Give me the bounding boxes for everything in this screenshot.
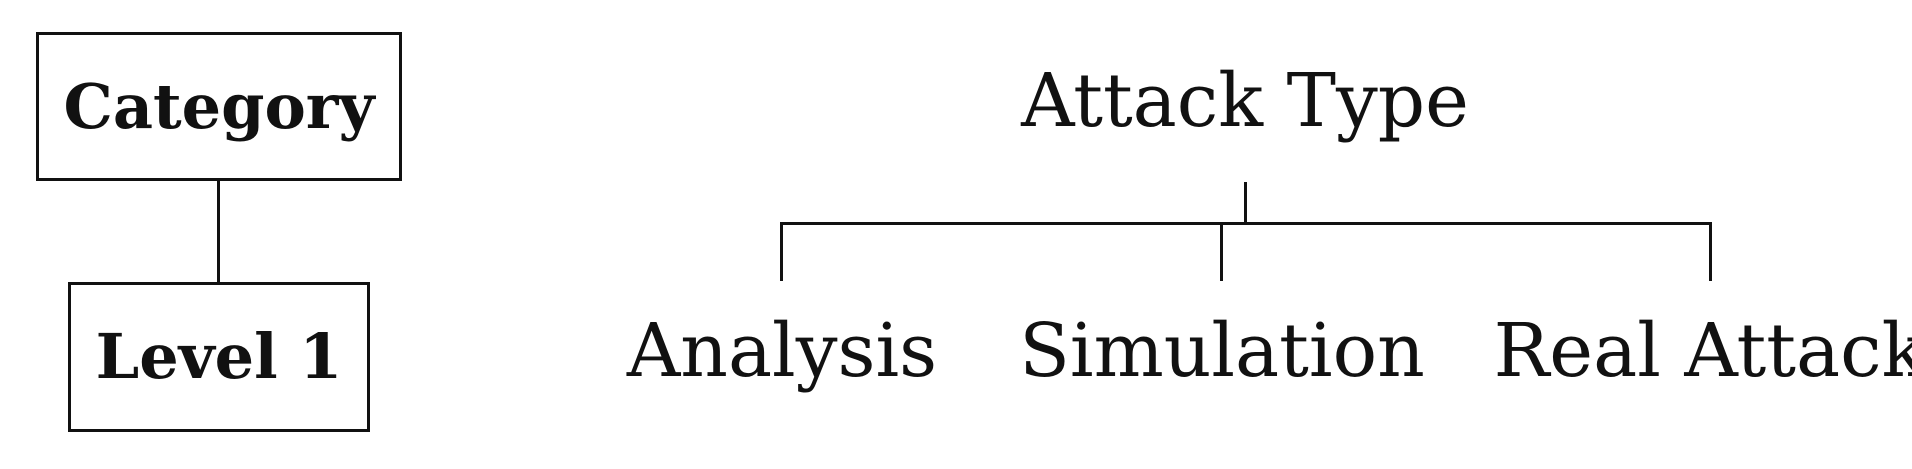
legend-category-box: Category	[36, 32, 402, 181]
tree-branch-simulation	[1220, 222, 1223, 281]
legend-level-box: Level 1	[68, 282, 370, 432]
legend-level-label: Level 1	[95, 320, 343, 393]
tree-leaf-analysis: Analysis	[626, 308, 938, 394]
tree-branch-real-attack	[1709, 222, 1712, 281]
tree-leaf-simulation: Simulation	[1019, 308, 1425, 394]
tree-root-stem	[1244, 182, 1247, 225]
legend-connector-line	[217, 181, 220, 282]
legend-category-label: Category	[63, 69, 375, 143]
tree-root-label: Attack Type	[1021, 58, 1469, 144]
tree-leaf-real-attack: Real Attack	[1493, 308, 1912, 394]
tree-branch-analysis	[780, 222, 783, 281]
tree-horizontal-bar	[780, 222, 1712, 225]
